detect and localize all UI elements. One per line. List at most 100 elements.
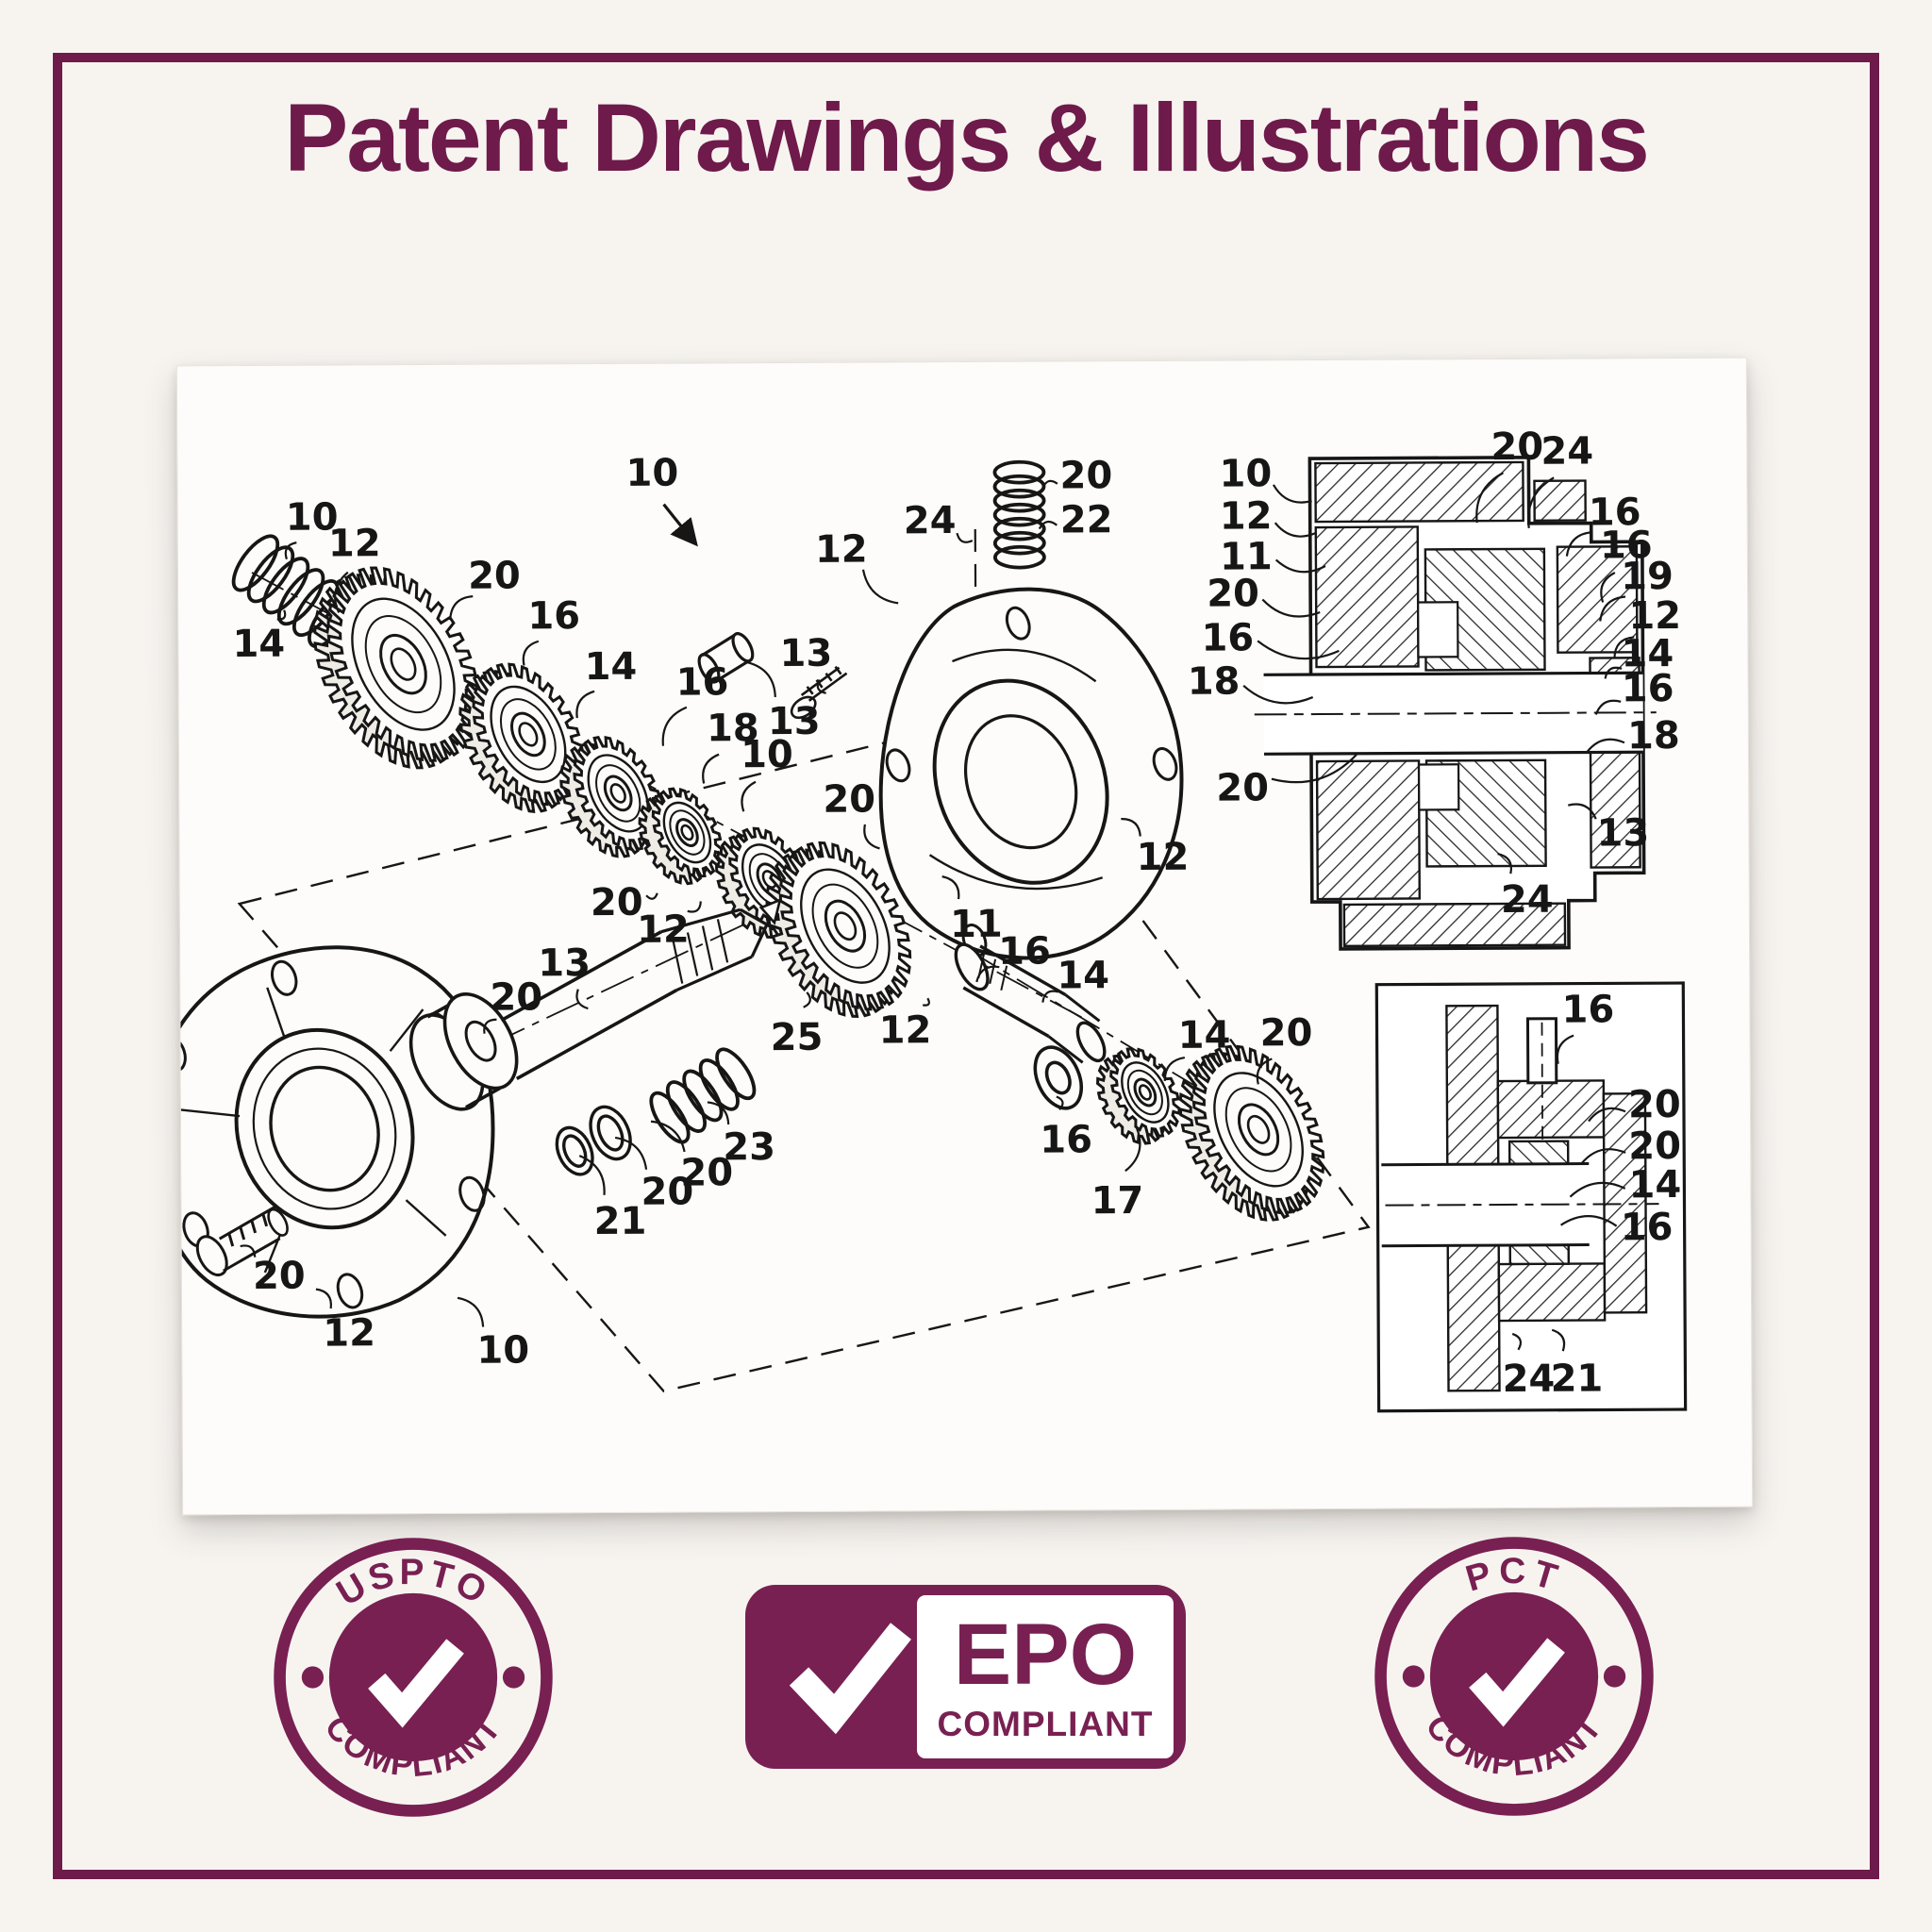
leader-line — [1274, 522, 1317, 538]
ref-numeral: 22 — [1060, 498, 1113, 541]
badge-dot — [1603, 1665, 1626, 1688]
leader-line — [741, 780, 757, 812]
leader-line — [863, 824, 880, 850]
spring-coil — [276, 568, 325, 626]
leader-line — [449, 595, 474, 619]
badge-core — [328, 1592, 498, 1762]
leader-line — [702, 753, 720, 784]
ref-numeral: 20 — [1260, 1011, 1313, 1055]
ref-numeral: 16 — [1040, 1118, 1092, 1161]
leader-line — [1038, 520, 1058, 530]
ref-numeral: 20 — [1059, 454, 1112, 497]
ref-numeral: 12 — [1220, 494, 1273, 538]
gear-train-center — [700, 814, 937, 1039]
ref-numeral: 11 — [1220, 535, 1273, 578]
leader-line — [457, 1296, 485, 1327]
screw — [790, 665, 848, 720]
o-rings — [555, 1105, 632, 1176]
leader-line — [1594, 699, 1622, 715]
leader-line — [1475, 472, 1504, 524]
ref-numeral: 14 — [1178, 1014, 1231, 1058]
leader-line — [816, 679, 826, 694]
leader-line — [1551, 1328, 1566, 1352]
ref-numeral: 25 — [771, 1016, 824, 1059]
leader-line — [575, 989, 589, 1010]
dowel-pin — [697, 632, 755, 684]
leader-line — [1041, 479, 1058, 489]
leader-line — [645, 892, 658, 900]
leader-line — [1586, 738, 1625, 754]
leader-line — [923, 997, 930, 1007]
ref-numeral: 20 — [468, 554, 521, 597]
leader-line — [956, 532, 974, 543]
leader-line — [575, 690, 595, 719]
leader-line — [650, 1120, 686, 1153]
pct-compliant-badge: PCT COMPLIANT — [1368, 1530, 1660, 1823]
leader-line — [1613, 636, 1635, 658]
ref-numeral: 12 — [1137, 836, 1190, 879]
badge-dot — [1402, 1665, 1425, 1688]
ref-numeral: 14 — [1057, 954, 1109, 997]
ref-numeral: 20 — [641, 1171, 693, 1214]
leader-line — [1604, 666, 1623, 679]
page-title: Patent Drawings & Illustrations — [284, 84, 1650, 192]
badge-ring — [274, 1538, 553, 1817]
leader-line — [1124, 1127, 1141, 1173]
ref-numeral: 16 — [676, 660, 729, 704]
leader-line — [747, 661, 776, 697]
badge-core — [1429, 1591, 1599, 1761]
leader-line — [1041, 990, 1059, 1003]
checkmark-icon — [1469, 1638, 1565, 1727]
leader-line — [1163, 1056, 1186, 1081]
spring-coil — [992, 544, 1046, 570]
ref-numeral: 12 — [1628, 594, 1681, 638]
ref-numeral: 24 — [1501, 878, 1554, 922]
leader-line — [483, 1018, 497, 1034]
spring-coil — [992, 530, 1046, 556]
ref-numeral: 20 — [591, 881, 643, 924]
spring-coil — [246, 545, 295, 604]
leader-line — [1274, 558, 1326, 574]
ref-numeral: 16 — [527, 594, 580, 638]
leader-line — [276, 609, 287, 621]
ref-numeral: 12 — [328, 522, 381, 565]
thrust-washer — [1033, 1045, 1084, 1110]
ref-numeral: 16 — [1621, 1206, 1674, 1249]
ref-numeral: 20 — [1628, 1124, 1681, 1168]
gear — [284, 542, 509, 793]
ref-numeral: 23 — [723, 1125, 775, 1169]
ref-numeral: 18 — [1188, 659, 1241, 703]
bolt — [195, 1205, 289, 1277]
ref-numeral: 18 — [707, 707, 759, 750]
leader-line — [1272, 484, 1312, 504]
spring-coil — [261, 557, 310, 615]
spring-coil — [715, 1047, 757, 1101]
spring-coil — [992, 502, 1046, 527]
ref-numeral: 24 — [1541, 430, 1593, 474]
spring-coil — [231, 534, 280, 592]
badge-title: EPO — [954, 1607, 1137, 1703]
ref-numeral: 20 — [253, 1255, 306, 1298]
leader-line — [1511, 1332, 1523, 1351]
leader-line — [1527, 476, 1555, 529]
leader-line — [334, 571, 349, 613]
leader-line — [284, 541, 297, 560]
leader-line — [1556, 1034, 1574, 1064]
housing-cover — [878, 587, 1184, 960]
ref-numeral: 20 — [823, 777, 875, 821]
ref-numeral: 20 — [490, 975, 542, 1019]
badge-dot — [301, 1666, 325, 1689]
lead-arrow — [662, 503, 698, 547]
ref-numeral: 10 — [286, 495, 339, 539]
ref-numeral: 20 — [680, 1151, 733, 1194]
ref-numeral: 13 — [538, 941, 591, 985]
epo-compliant-badge: EPO COMPLIANT — [742, 1582, 1189, 1772]
pinion-shaft — [408, 897, 782, 1111]
badge-panel — [917, 1595, 1174, 1758]
ref-numeral: 13 — [779, 632, 832, 675]
leader-line — [861, 569, 899, 605]
leader-line — [1497, 852, 1512, 874]
ref-numeral: 24 — [1503, 1357, 1556, 1401]
